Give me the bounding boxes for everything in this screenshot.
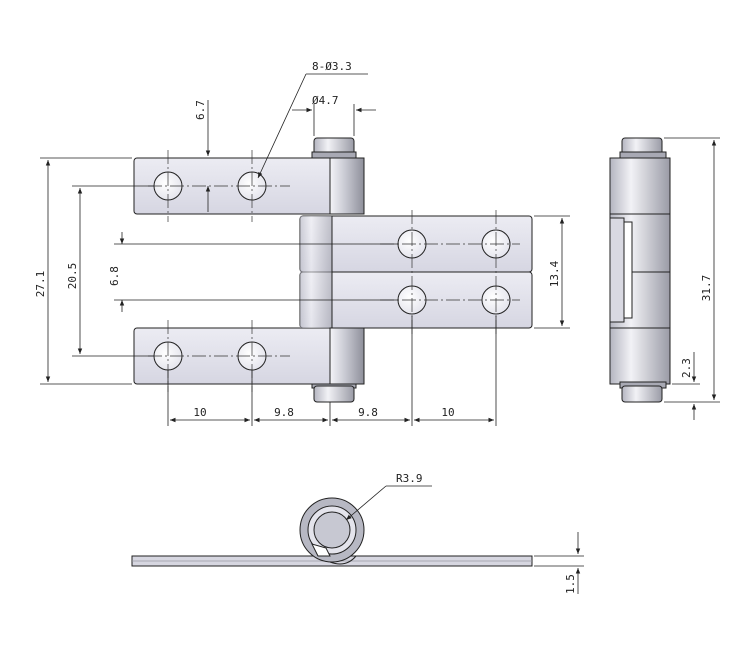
- knuckle-top: [329, 157, 365, 215]
- front-view: [133, 137, 533, 403]
- side-dimensions: 31.7 2.3: [664, 137, 720, 420]
- dim-h2: 9.8: [274, 406, 294, 419]
- side-knuckle-top: [609, 157, 671, 215]
- pin-bottom: [313, 385, 355, 403]
- bottom-dimensions: R3.9 1.5: [345, 472, 584, 594]
- dim-total-length: 31.7: [700, 275, 713, 302]
- dim-h1: 10: [193, 406, 206, 419]
- knuckle-bottom: [329, 327, 365, 385]
- bottom-view: [131, 497, 533, 567]
- side-knuckle-bottom: [609, 327, 671, 385]
- dim-holes: 8-Ø3.3: [312, 60, 352, 73]
- dim-knuckle-offset: 2.3: [680, 358, 693, 378]
- dim-top-gap: 6.7: [194, 100, 207, 120]
- side-view: [609, 137, 671, 403]
- dim-thickness: 1.5: [564, 574, 577, 594]
- front-dimensions: 27.1 20.5 6.8 6.7 8-Ø3.3 Ø4.7 13.4: [34, 60, 570, 426]
- dim-h3: 9.8: [358, 406, 378, 419]
- dim-outer-hole-pitch: 20.5: [66, 263, 79, 290]
- dim-right-leaf-height: 13.4: [548, 260, 561, 287]
- dim-radius: R3.9: [396, 472, 423, 485]
- dim-pin-diameter: Ø4.7: [312, 94, 339, 107]
- dim-inner-hole-pitch: 6.8: [108, 266, 121, 286]
- dim-overall-height: 27.1: [34, 271, 47, 298]
- dim-h4: 10: [441, 406, 454, 419]
